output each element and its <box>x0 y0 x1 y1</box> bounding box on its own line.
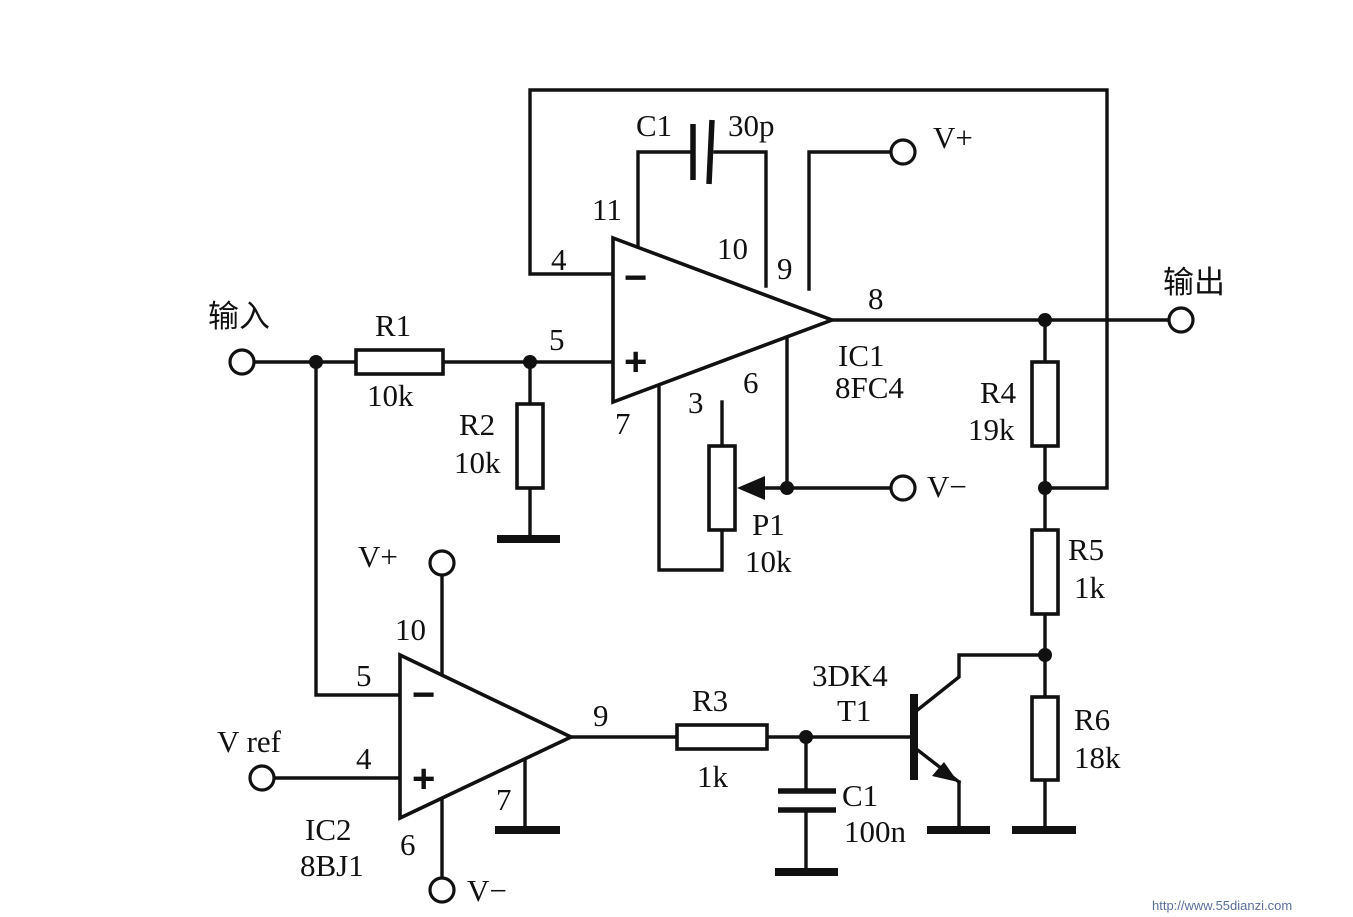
ic1-pin-8: 8 <box>868 281 884 316</box>
vref-terminal <box>248 764 276 792</box>
capacitors <box>690 119 836 813</box>
junction-dot <box>523 355 537 369</box>
r4-name: R4 <box>980 375 1017 410</box>
r6-body <box>1030 695 1060 782</box>
ic1-name: IC1 <box>838 338 885 373</box>
p1-name: P1 <box>752 507 785 542</box>
c1-top-name: C1 <box>636 108 672 143</box>
ic1-opamp: − + <box>611 235 838 405</box>
ic2-pin-7: 7 <box>496 782 512 817</box>
output-terminal <box>1167 306 1195 334</box>
grounds <box>495 535 1076 876</box>
p1-wiper-arrow <box>737 476 765 500</box>
t1-name: T1 <box>837 693 871 728</box>
ic2-name: IC2 <box>305 812 352 847</box>
vref-label: V ref <box>217 724 282 759</box>
r2-name: R2 <box>459 407 495 442</box>
junction-dot <box>1038 648 1052 662</box>
ic2-minus-sign: − <box>412 673 435 717</box>
terminals <box>228 138 1195 904</box>
ic2-vminus-terminal <box>428 876 456 904</box>
ic1-triangle <box>611 235 838 405</box>
c1-bottom-value: 100n <box>844 814 907 849</box>
ic2-pin-9: 9 <box>593 698 609 733</box>
junction-dot <box>799 730 813 744</box>
r4-body <box>1030 360 1060 448</box>
ic2-opamp: − + <box>398 652 576 821</box>
output-label: 输出 <box>1163 265 1225 300</box>
ic1-pin-9: 9 <box>777 251 793 286</box>
ic2-part: 8BJ1 <box>300 848 364 883</box>
r1-name: R1 <box>375 308 411 343</box>
ic2-plus-sign: + <box>412 757 435 801</box>
junction-dot <box>780 481 794 495</box>
r6-name: R6 <box>1074 702 1110 737</box>
ic2-triangle <box>398 652 576 821</box>
r6-value: 18k <box>1074 740 1121 775</box>
ic1-pin-11: 11 <box>592 192 622 227</box>
junction-dot <box>1038 481 1052 495</box>
t1-transistor <box>910 694 962 785</box>
junction-dot <box>1038 313 1052 327</box>
r2-body <box>515 402 545 490</box>
ic1-vplus-terminal <box>889 138 917 166</box>
p1-value: 10k <box>745 544 792 579</box>
ic1-minus-sign: − <box>624 256 647 300</box>
ic2-vplus-terminal <box>428 549 456 577</box>
r3-name: R3 <box>692 683 728 718</box>
ic1-plus-sign: + <box>624 340 647 384</box>
r2-value: 10k <box>454 445 501 480</box>
r1-value: 10k <box>367 378 414 413</box>
ic1-pin-3: 3 <box>688 385 704 420</box>
labels: 输入 输出 V ref V+ V− V+ V− IC1 8FC4 4 5 11 … <box>208 108 1292 913</box>
ic2-pin-10: 10 <box>395 612 426 647</box>
ic1-pin-7: 7 <box>615 406 631 441</box>
c1-top-value: 30p <box>728 108 775 143</box>
input-terminal <box>228 348 256 376</box>
ic2-vminus-label: V− <box>467 873 507 908</box>
resistors <box>354 348 1060 782</box>
ic1-vplus-label: V+ <box>933 120 973 155</box>
r1-body <box>354 348 445 376</box>
input-label: 输入 <box>208 299 270 334</box>
r3-body <box>675 723 769 751</box>
ic2-pin-6: 6 <box>400 827 416 862</box>
ic2-pin-5: 5 <box>356 658 372 693</box>
ic1-vminus-label: V− <box>927 469 967 504</box>
ic2-pin-4: 4 <box>356 741 372 776</box>
junctions <box>309 313 1052 744</box>
t1-emitter-arrow <box>932 762 958 782</box>
ic1-vminus-terminal <box>889 474 917 502</box>
r5-body <box>1030 528 1060 616</box>
ic1-pin-4: 4 <box>551 242 567 277</box>
r5-value: 1k <box>1074 570 1106 605</box>
r3-value: 1k <box>697 759 729 794</box>
r4-value: 19k <box>968 412 1015 447</box>
c1-top-plate-right <box>706 119 715 185</box>
ic1-part: 8FC4 <box>835 370 904 405</box>
t1-part: 3DK4 <box>812 658 888 693</box>
ic1-pin-10: 10 <box>717 231 748 266</box>
watermark-text: http://www.55dianzi.com <box>1152 898 1292 913</box>
ic2-vplus-label: V+ <box>358 539 398 574</box>
ic1-pin-6: 6 <box>743 365 759 400</box>
r5-name: R5 <box>1068 532 1104 567</box>
c1-bottom-name: C1 <box>842 778 878 813</box>
junction-dot <box>309 355 323 369</box>
p1-body <box>707 444 737 532</box>
ic1-pin-5: 5 <box>549 322 565 357</box>
wires <box>254 88 1169 880</box>
